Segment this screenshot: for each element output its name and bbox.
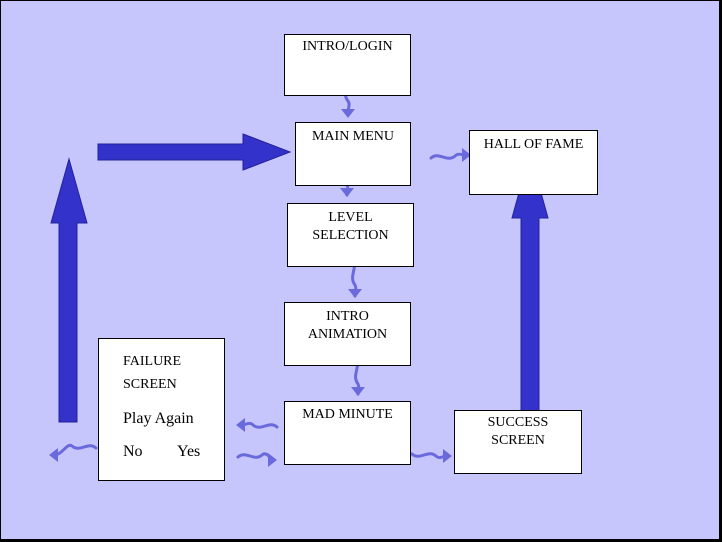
level-selection-label-line1: LEVEL xyxy=(328,210,373,225)
arrowhead xyxy=(49,448,58,462)
play-again-prompt: Play Again xyxy=(123,410,194,427)
arrowhead xyxy=(351,387,365,396)
arrowhead xyxy=(340,188,354,197)
success-screen-label-line1: SUCCESS xyxy=(487,415,549,430)
hall-of-fame-box: HALL OF FAME xyxy=(469,130,598,195)
intro-login-label: INTRO/LOGIN xyxy=(302,39,393,54)
curved-arrow-failure-play-no xyxy=(51,443,98,457)
curved-arrow-menu-to-halloffame xyxy=(429,152,469,160)
intro-animation-label-line2: ANIMATION xyxy=(307,327,388,342)
arrowhead xyxy=(443,449,452,463)
yes-option[interactable]: Yes xyxy=(177,443,201,460)
arrowhead xyxy=(268,453,277,467)
main-menu-label: MAIN MENU xyxy=(311,129,395,144)
curved-arrow-mad-to-success xyxy=(410,452,450,460)
mad-minute-label: MAD MINUTE xyxy=(302,407,393,422)
success-screen-box: SUCCESS SCREEN xyxy=(454,410,582,474)
arrowhead xyxy=(348,289,362,298)
curved-arrow-mad-to-failure xyxy=(238,421,279,429)
curved-arrow-failure-play-yes xyxy=(236,452,275,462)
failure-screen-title-line1: FAILURE xyxy=(123,354,182,369)
arrowhead xyxy=(236,418,245,432)
success-screen-label-line2: SCREEN xyxy=(491,433,545,448)
mad-minute-box: MAD MINUTE xyxy=(284,401,411,465)
level-selection-box: LEVEL SELECTION xyxy=(287,203,414,267)
main-menu-box: MAIN MENU xyxy=(295,122,411,186)
arrowhead xyxy=(462,148,471,162)
failure-screen-box: FAILURE SCREEN Play Again No Yes xyxy=(98,338,225,481)
intro-login-box: INTRO/LOGIN xyxy=(284,34,411,96)
arrowhead xyxy=(341,109,355,118)
intro-animation-label-line1: INTRO xyxy=(326,309,369,324)
no-option[interactable]: No xyxy=(123,443,143,460)
block-arrow-to-main-menu xyxy=(97,133,292,171)
hall-of-fame-label: HALL OF FAME xyxy=(483,137,584,152)
block-arrow-failure-up xyxy=(50,157,88,423)
level-selection-label-line2: SELECTION xyxy=(312,228,389,243)
intro-animation-box: INTRO ANIMATION xyxy=(284,302,411,366)
failure-screen-title-line2: SCREEN xyxy=(123,377,177,392)
